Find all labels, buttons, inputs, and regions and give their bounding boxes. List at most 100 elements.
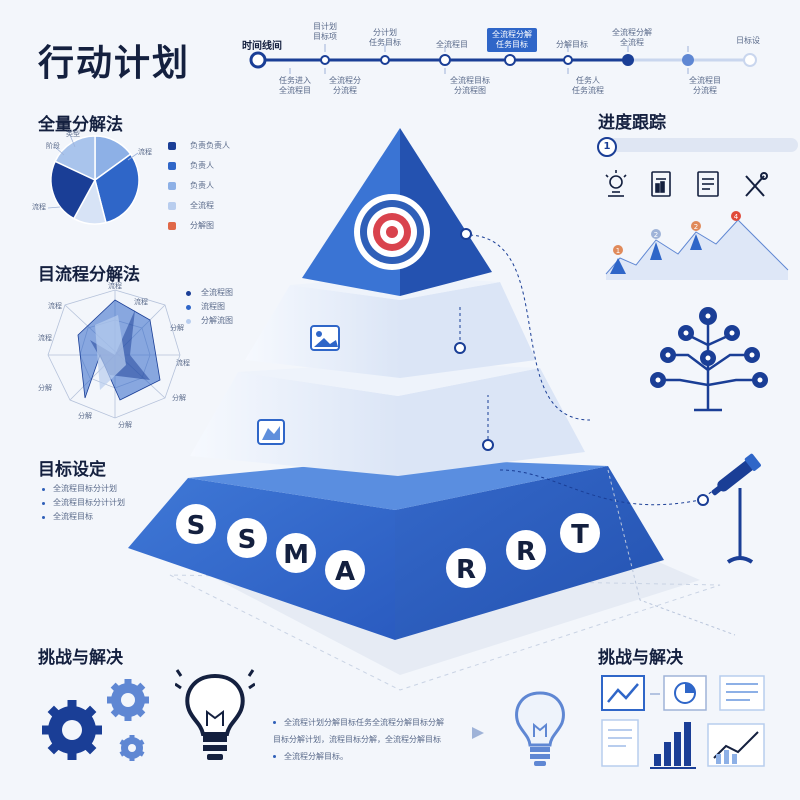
- legend-swatch: [186, 304, 191, 310]
- timeline-top-label: 全流程分解全流程: [612, 28, 652, 47]
- timeline-node[interactable]: [249, 51, 267, 69]
- timeline-label: 时间线间: [242, 41, 282, 52]
- timeline-bottom-label: 任务人任务流程: [572, 76, 604, 95]
- org-tree-icon: [650, 307, 768, 412]
- timeline-node[interactable]: [439, 54, 451, 66]
- dashboard-icons: [601, 675, 765, 769]
- smart-letter: R: [516, 537, 536, 567]
- pie-callout: 流程: [138, 147, 152, 156]
- connector-node[interactable]: [482, 439, 494, 451]
- timeline-node[interactable]: [563, 55, 573, 65]
- pyramid-tier-3-right: [398, 368, 585, 476]
- pie-slice[interactable]: [54, 135, 96, 182]
- legend-item: 流程图: [186, 300, 233, 314]
- radar-axis-label: 流程: [38, 333, 52, 342]
- smart-letter: S: [238, 525, 257, 555]
- legend-swatch: [168, 162, 176, 170]
- timeline-node[interactable]: [743, 53, 757, 67]
- smart-letter: S: [187, 511, 206, 541]
- legend-swatch: [168, 202, 176, 210]
- challenge-line: 全流程分解目标。: [284, 751, 348, 761]
- pie-section-title: 全量分解法: [38, 115, 123, 135]
- smart-letter: T: [571, 520, 589, 550]
- radar-section-title: 目流程分解法: [38, 265, 140, 285]
- timeline-node-active[interactable]: [622, 54, 634, 66]
- trend-chart-icon: [707, 723, 765, 767]
- radar-axis-label: 流程: [48, 301, 62, 310]
- timeline-track: [249, 44, 757, 74]
- progress-step-number: 1: [597, 137, 617, 157]
- smart-letter: R: [456, 555, 476, 585]
- radar-axis-label: 分解: [118, 420, 132, 429]
- milestone-label: 2: [694, 223, 698, 231]
- progress-milestone-chart: 1 2 2 4: [605, 211, 789, 280]
- line-chart-icon: [601, 675, 645, 711]
- timeline-top-label: 全流程目: [436, 40, 468, 49]
- progress-section-title: 进度跟踪: [598, 113, 666, 133]
- page-title: 行动计划: [38, 43, 191, 84]
- challenge-line: 目标分解计划，流程目标分解，全流程分解目标: [273, 734, 441, 744]
- lightbulb-icon: [605, 170, 627, 197]
- milestone-label: 4: [734, 213, 739, 221]
- timeline-highlight-label: 全流程分解任务目标: [487, 28, 537, 52]
- legend-label: 分解图: [190, 221, 214, 230]
- connector-node[interactable]: [460, 228, 472, 240]
- timeline-bottom-label: 全流程目分流程: [689, 76, 721, 95]
- image-icon: [310, 325, 340, 351]
- document-icon: [601, 719, 639, 767]
- radar-axis-label: 分解: [38, 383, 52, 392]
- legend-label: 分解流图: [201, 316, 233, 325]
- pie-callout: 阶段: [46, 141, 60, 150]
- progress-bar[interactable]: [598, 138, 798, 152]
- milestone-marker[interactable]: [691, 221, 701, 231]
- smart-tile-bg: [176, 504, 216, 544]
- radar-axis-label: 分解: [78, 411, 92, 420]
- legend-swatch: [186, 290, 191, 296]
- gears-icon: [42, 679, 149, 761]
- legend-item: 分解流图: [186, 314, 233, 328]
- target-icon: [354, 194, 430, 270]
- goal-list: 全流程目标分计划 全流程目标分计计划 全流程目标: [42, 482, 125, 524]
- connector-node[interactable]: [454, 342, 466, 354]
- legend-swatch: [168, 222, 176, 230]
- timeline-bottom-label: 任务进入全流程目: [279, 76, 311, 95]
- progress-icons: [605, 170, 768, 197]
- challenge-line: 全流程计划分解目标任务全流程分解目标分解: [284, 717, 444, 727]
- timeline-top-label: 目计划目标项: [313, 22, 337, 41]
- pie-slice[interactable]: [94, 153, 140, 224]
- radar-axis-label: 流程: [134, 297, 148, 306]
- legend-label: 负责负责人: [190, 141, 230, 150]
- tools-icon: [745, 172, 768, 197]
- connector-node[interactable]: [697, 494, 709, 506]
- legend-swatch: [186, 318, 191, 324]
- legend-item: 全流程: [168, 196, 230, 216]
- radar-series-3: [95, 315, 126, 390]
- smart-tile-bg: [506, 530, 546, 570]
- legend-label: 负责人: [190, 161, 214, 170]
- list-item: 全流程目标分计计划: [42, 496, 125, 510]
- legend-item: 分解图: [168, 216, 230, 236]
- milestone-marker[interactable]: [651, 229, 661, 239]
- timeline-bottom-label: 全流程目标分流程图: [450, 76, 490, 95]
- legend-item: 全流程图: [186, 286, 233, 300]
- arrow-right-icon: [472, 727, 484, 739]
- radar-axis-label: 流程: [176, 358, 190, 367]
- legend-swatch: [168, 182, 176, 190]
- pie-chart[interactable]: 类型 流程 阶段 流程: [0, 125, 175, 235]
- pie-chart-icon: [663, 675, 707, 711]
- timeline-node[interactable]: [320, 55, 330, 65]
- pie-legend: 负责负责人 负责人 负责人 全流程 分解图: [168, 136, 230, 236]
- pie-callout: 流程: [32, 202, 46, 211]
- timeline-node[interactable]: [380, 55, 390, 65]
- timeline-node[interactable]: [504, 54, 516, 66]
- telescope-icon: [711, 453, 761, 564]
- radar-chart[interactable]: 流程 流程 分解 流程 分解 分解 分解 分解 流程 流程: [30, 280, 200, 430]
- milestone-marker[interactable]: [731, 211, 741, 221]
- radar-axis-label: 流程: [108, 281, 122, 290]
- timeline-node[interactable]: [682, 54, 694, 66]
- milestone-marker[interactable]: [613, 245, 623, 255]
- timeline-top-label: 分计划任务目标: [369, 28, 401, 47]
- list-doc-icon: [719, 675, 765, 711]
- checklist-icon: [697, 171, 719, 197]
